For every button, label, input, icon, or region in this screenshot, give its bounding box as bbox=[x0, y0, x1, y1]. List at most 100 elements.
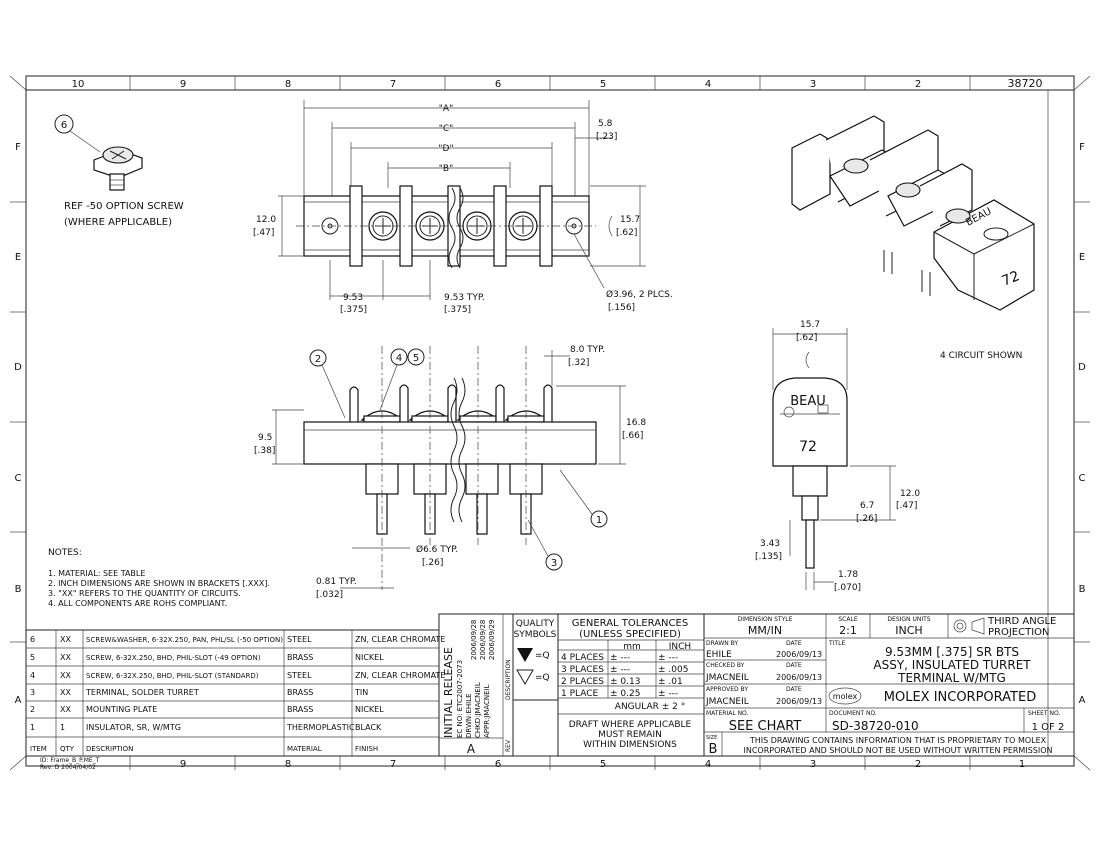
bom-header: QTY bbox=[60, 745, 75, 753]
dim-12-0-mm: 12.0 bbox=[256, 215, 276, 225]
col-label: 8 bbox=[285, 759, 291, 770]
quality-title: SYMBOLS bbox=[514, 630, 557, 640]
side-dim-15-7-in: [.62] bbox=[796, 333, 817, 343]
bill-of-materials: 6 XX SCREW&WASHER, 6-32X.250, PAN, PHL/S… bbox=[25, 629, 445, 757]
tol-draft: DRAFT WHERE APPLICABLE bbox=[569, 720, 692, 730]
col-label: 9 bbox=[180, 759, 186, 770]
bom-cell: BLACK bbox=[355, 723, 382, 732]
dim-0-81-in: [.032] bbox=[316, 590, 343, 600]
tol-cell: ± --- bbox=[658, 689, 678, 699]
molex-logo bbox=[828, 687, 862, 705]
col-label: 10 bbox=[72, 79, 85, 90]
scale-label: SCALE bbox=[838, 616, 857, 623]
rev-label: REV bbox=[505, 739, 512, 752]
balloon-1: 1 bbox=[596, 515, 602, 526]
balloon-3: 3 bbox=[551, 558, 557, 569]
column-tick-marks bbox=[10, 76, 1090, 770]
row-label: F bbox=[15, 142, 21, 153]
document-label: DOCUMENT NO. bbox=[829, 710, 877, 717]
row-label: F bbox=[1079, 142, 1085, 153]
bom-cell: XX bbox=[60, 635, 71, 644]
screw-icon bbox=[93, 146, 143, 191]
row-label: A bbox=[15, 695, 22, 706]
document-number: SD-38720-010 bbox=[832, 719, 919, 733]
dim-0-81-mm: 0.81 TYP. bbox=[316, 577, 357, 587]
hole-dim-mm: Ø3.96, 2 PLCS. bbox=[606, 289, 673, 300]
col-label: 4 bbox=[705, 759, 711, 770]
front-barriers bbox=[349, 384, 553, 422]
design-units: INCH bbox=[895, 624, 922, 637]
row-label: B bbox=[15, 584, 22, 595]
bom-cell: 3 bbox=[30, 688, 35, 697]
third-angle-projection-icon bbox=[953, 617, 985, 635]
col-label: 6 bbox=[495, 759, 501, 770]
title-line1: 9.53MM [.375] SR BTS bbox=[885, 645, 1019, 659]
col-label: 4 bbox=[705, 79, 711, 90]
dim-15-7-in: [.62] bbox=[616, 228, 637, 238]
col-label: 7 bbox=[390, 79, 396, 90]
tol-cell: 1 PLACE bbox=[561, 689, 599, 699]
row-label: C bbox=[1079, 473, 1086, 484]
rev-date: 2006/09/29 bbox=[488, 620, 496, 660]
tol-col-inch: INCH bbox=[669, 642, 691, 652]
rev-drwn: DRWN:EHILE bbox=[465, 693, 473, 738]
tol-col-mm: mm bbox=[623, 642, 641, 652]
balloon-2: 2 bbox=[315, 354, 321, 365]
bom-cell: 2 bbox=[30, 705, 35, 714]
rev-chkd: CHKD:JMACNEIL bbox=[474, 682, 482, 738]
iso-part-72: 72 bbox=[1000, 268, 1023, 290]
col-label: 2 bbox=[915, 79, 921, 90]
scale: 2:1 bbox=[839, 624, 857, 637]
tol-draft: MUST REMAIN bbox=[598, 730, 662, 740]
side-dim-1-78-mm: 1.78 bbox=[838, 570, 858, 580]
company-name: MOLEX INCORPORATED bbox=[884, 690, 1036, 705]
drawn-by: EHILE bbox=[706, 650, 732, 660]
col-label: 8 bbox=[285, 79, 291, 90]
general-tolerances: GENERAL TOLERANCES (UNLESS SPECIFIED) mm… bbox=[557, 613, 705, 757]
bom-header: DESCRIPTION bbox=[86, 745, 133, 753]
bom-header: ITEM bbox=[30, 745, 47, 753]
design-units-label: DESIGN UNITS bbox=[887, 616, 930, 623]
sheet: 1 OF 2 bbox=[1032, 722, 1065, 733]
bom-cell: XX bbox=[60, 705, 71, 714]
tol-draft: WITHIN DIMENSIONS bbox=[583, 740, 677, 750]
balloon-4: 4 bbox=[396, 353, 402, 364]
dim-c: "C" bbox=[439, 124, 454, 134]
col-label: 3 bbox=[810, 79, 816, 90]
dim-a: "A" bbox=[439, 104, 453, 114]
bom-cell: 4 bbox=[30, 671, 35, 680]
quality-symbols: QUALITY SYMBOLS =Q =Q bbox=[512, 613, 559, 701]
bom-cell: INSULATOR, SR, W/MTG bbox=[86, 723, 181, 732]
date-label: DATE bbox=[786, 640, 802, 647]
bom-cell: BRASS bbox=[287, 688, 313, 697]
side-dim-6-7-in: [.26] bbox=[856, 514, 877, 524]
proprietary-notice: INCORPORATED AND SHOULD NOT BE USED WITH… bbox=[744, 746, 1053, 755]
tol-cell: 4 PLACES bbox=[561, 653, 604, 663]
bom-cell: BRASS bbox=[287, 705, 313, 714]
date-label: DATE bbox=[786, 686, 802, 693]
tol-cell: ± 0.25 bbox=[610, 689, 640, 699]
rev-date: 2006/09/28 bbox=[470, 620, 478, 660]
bom-cell: TIN bbox=[354, 688, 368, 697]
tol-cell: ± --- bbox=[610, 653, 630, 663]
dim-5-8-in: [.23] bbox=[596, 132, 617, 142]
size-label: SIZE bbox=[706, 735, 717, 741]
rev-appr: APPR:JMACNEIL bbox=[483, 684, 491, 738]
dim-8-0-in: [.32] bbox=[568, 358, 589, 368]
note-line: 3. "XX" REFERS TO THE QUANTITY OF CIRCUI… bbox=[48, 589, 241, 598]
dim-16-8-mm: 16.8 bbox=[626, 418, 646, 428]
proprietary-notice: THIS DRAWING CONTAINS INFORMATION THAT I… bbox=[749, 736, 1047, 745]
quality-triangle-outline-icon bbox=[516, 669, 534, 686]
dim-9-5-in: [.38] bbox=[254, 446, 275, 456]
dim-6-6-mm: Ø6.6 TYP. bbox=[416, 544, 458, 555]
side-dim-3-43-in: [.135] bbox=[755, 552, 782, 562]
quality-triangle-filled-icon bbox=[517, 648, 533, 662]
quality-symbol-2: =Q bbox=[535, 673, 550, 683]
bom-header: FINISH bbox=[355, 745, 378, 753]
col-label: 3 bbox=[810, 759, 816, 770]
top-view: "A" "C" "D" "B" 5.8 [.23] bbox=[253, 100, 673, 315]
rev-initial-release: INITIAL RELEASE bbox=[442, 647, 455, 738]
dim-12-0-in: [.47] bbox=[253, 228, 274, 238]
approved-by: JMACNEIL bbox=[705, 697, 749, 707]
